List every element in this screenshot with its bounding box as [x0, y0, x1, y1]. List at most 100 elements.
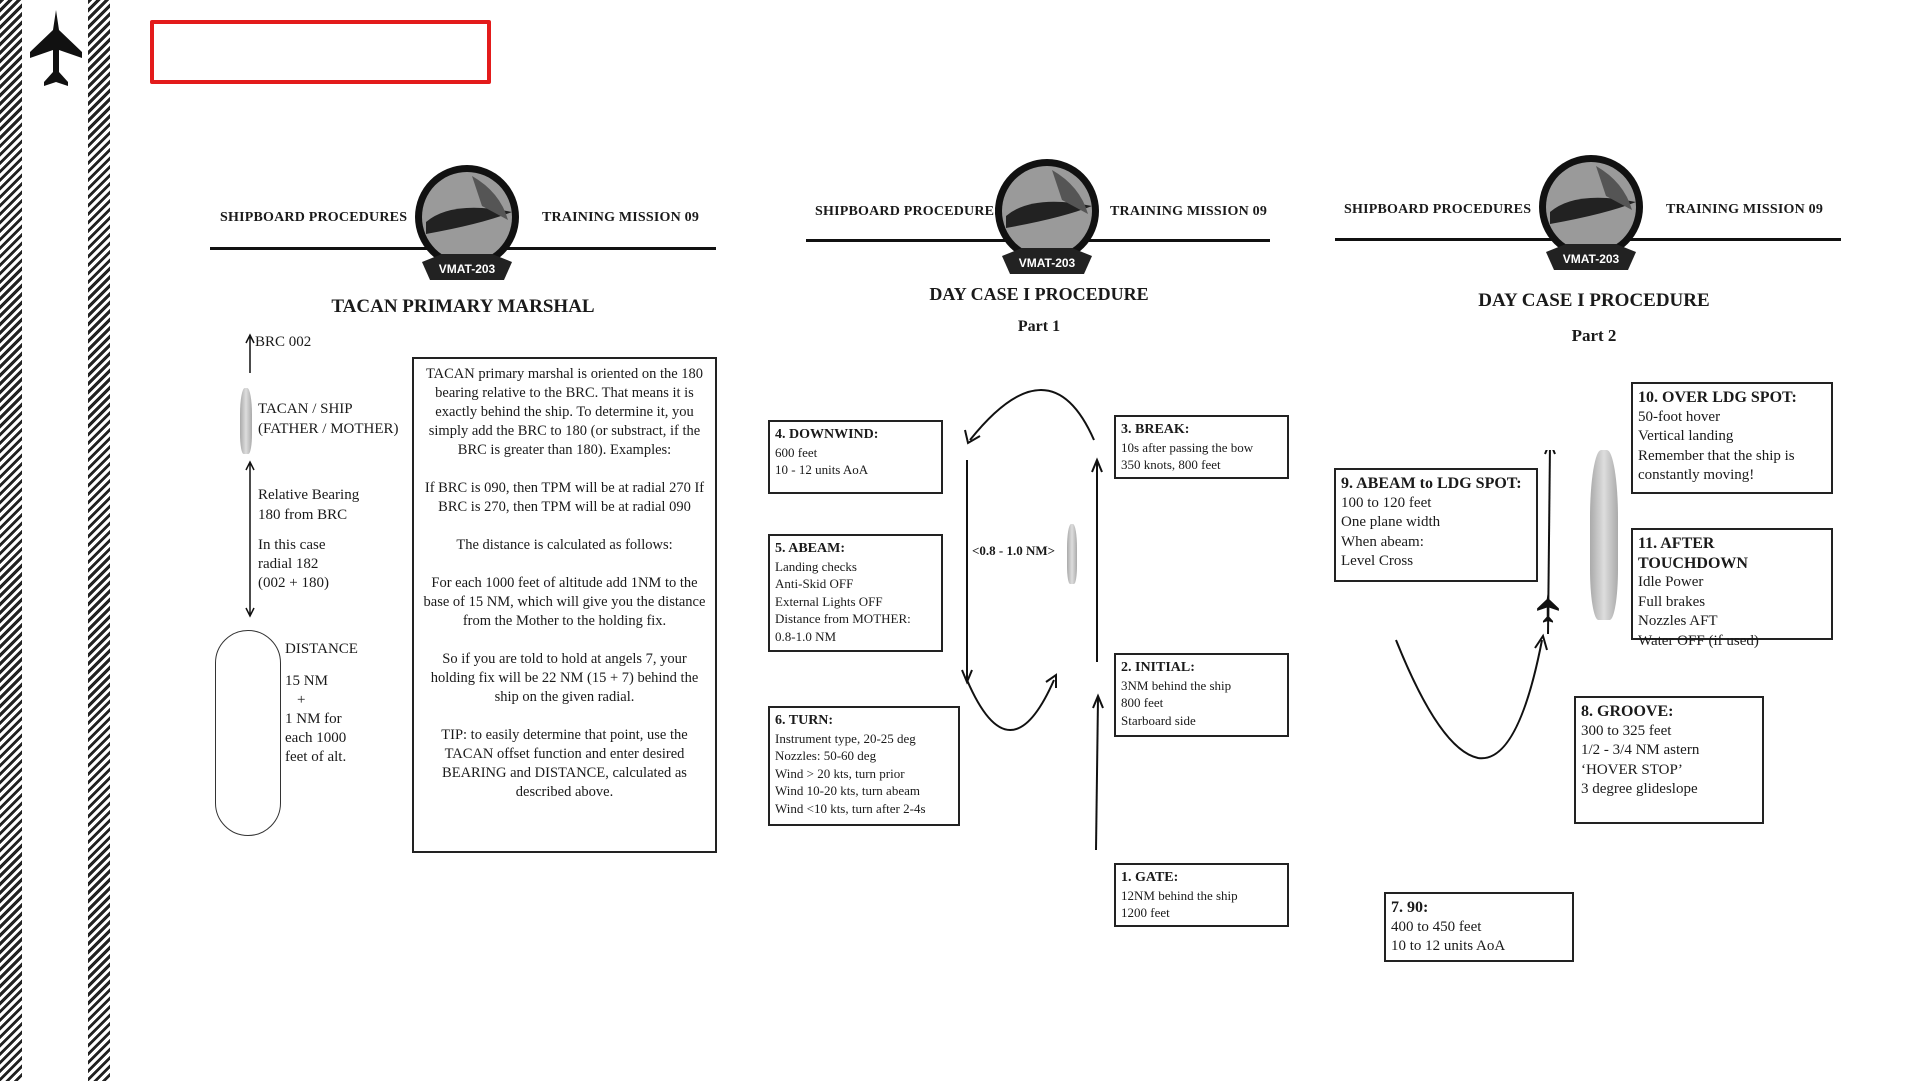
- bearing-arrow: [245, 460, 255, 625]
- step-line: Water OFF (if used): [1638, 632, 1759, 649]
- emblem-label: VMAT-203: [1019, 256, 1076, 270]
- ship-icon: [1067, 524, 1077, 584]
- squadron-emblem-icon: VMAT-203: [1536, 152, 1646, 282]
- step-line: Instrument type, 20-25 deg: [775, 730, 916, 746]
- step-title: 7. 90:: [1391, 899, 1429, 916]
- jet-aircraft-icon: [1536, 590, 1560, 626]
- step-turn-box: 6. TURN: Instrument type, 20-25 deg Nozz…: [768, 706, 960, 826]
- step-title: 2. INITIAL:: [1121, 660, 1195, 675]
- step-break-box: 3. BREAK: 10s after passing the bow 350 …: [1114, 415, 1289, 479]
- sidebar-stripe-right: [88, 0, 110, 1081]
- step-over-ldg-box: 10. OVER LDG SPOT: 50-foot hover Vertica…: [1631, 382, 1833, 494]
- paragraph: TIP: to easily determine that point, use…: [441, 727, 688, 800]
- step-line: 100 to 120 feet: [1341, 494, 1432, 511]
- step-title: 1. GATE:: [1121, 870, 1179, 885]
- step-line: Nozzles AFT: [1638, 613, 1718, 629]
- step-groove-box: 8. GROOVE: 300 to 325 feet 1/2 - 3/4 NM …: [1574, 696, 1764, 824]
- distance-line1: 15 NM: [285, 673, 328, 689]
- distance-line3: each 1000: [285, 730, 347, 746]
- step-line: Starboard side: [1121, 712, 1196, 728]
- header-left-label: SHIPBOARD PROCEDURES: [1344, 202, 1532, 217]
- step-line: 400 to 450 feet: [1391, 918, 1482, 935]
- paragraph: If BRC is 090, then TPM will be at radia…: [424, 480, 705, 515]
- header-left-label: SHIPBOARD PROCEDURES: [220, 210, 408, 225]
- step-title: 5. ABEAM:: [775, 541, 845, 556]
- step-line: Wind <10 kts, turn after 2-4s: [775, 800, 926, 816]
- page-title: DAY CASE I PROCEDURE: [1478, 290, 1710, 311]
- step-abeam-ldg-box: 9. ABEAM to LDG SPOT: 100 to 120 feet On…: [1334, 468, 1538, 582]
- distance-line2: 1 NM for: [285, 711, 342, 727]
- tacan-ship-label: TACAN / SHIP: [258, 401, 353, 417]
- step-line: Anti-Skid OFF: [775, 576, 854, 591]
- father-mother-label: (FATHER / MOTHER): [258, 421, 399, 437]
- emblem-label: VMAT-203: [439, 262, 496, 276]
- page-day-case-part2: SHIPBOARD PROCEDURES TRAINING MISSION 09…: [1320, 150, 1860, 970]
- step-line: Full brakes: [1638, 593, 1706, 610]
- header-left-label: SHIPBOARD PROCEDURES: [815, 204, 1003, 219]
- sidebar-stripe-left: [0, 0, 22, 1081]
- step-title: 11. AFTER TOUCHDOWN: [1638, 535, 1748, 572]
- step-line: 12NM behind the ship: [1121, 887, 1238, 903]
- step-line: Remember that the ship is: [1638, 447, 1795, 464]
- step-title: 8. GROOVE:: [1581, 703, 1674, 720]
- step-line: 10s after passing the bow: [1121, 439, 1254, 455]
- step-downwind-box: 4. DOWNWIND: 600 feet 10 - 12 units AoA: [768, 420, 943, 494]
- relative-bearing-line2: 180 from BRC: [258, 507, 348, 523]
- tacan-explanation-box: TACAN primary marshal is oriented on the…: [412, 357, 717, 853]
- squadron-emblem-icon: VMAT-203: [992, 156, 1102, 286]
- step-title: 4. DOWNWIND:: [775, 427, 879, 442]
- page-tacan-marshal: SHIPBOARD PROCEDURES TRAINING MISSION 09…: [200, 150, 740, 870]
- page-title: TACAN PRIMARY MARSHAL: [331, 296, 595, 317]
- brc-arrow: [245, 333, 255, 378]
- step-line: Nozzles: 50-60 deg: [775, 748, 877, 763]
- step-line: 3NM behind the ship: [1121, 677, 1232, 693]
- highlighted-input-field[interactable]: [150, 20, 491, 84]
- step-line: 10 - 12 units AoA: [775, 462, 869, 477]
- case-line3: (002 + 180): [258, 575, 329, 591]
- step-line: 10 to 12 units AoA: [1391, 938, 1506, 954]
- step-line: Distance from MOTHER:: [775, 611, 911, 626]
- step-line: 300 to 325 feet: [1581, 722, 1672, 739]
- step-abeam-box: 5. ABEAM: Landing checks Anti-Skid OFF E…: [768, 534, 943, 652]
- header-right-label: TRAINING MISSION 09: [1666, 202, 1824, 217]
- paragraph: So if you are told to hold at angels 7, …: [430, 651, 699, 705]
- step-title: 6. TURN:: [775, 713, 834, 728]
- step-title: 10. OVER LDG SPOT:: [1638, 389, 1797, 406]
- step-title: 3. BREAK:: [1121, 422, 1190, 437]
- step-line: Vertical landing: [1638, 428, 1734, 444]
- step-gate-box: 1. GATE: 12NM behind the ship 1200 feet: [1114, 863, 1289, 927]
- header-right-label: TRAINING MISSION 09: [542, 210, 700, 225]
- header-right-label: TRAINING MISSION 09: [1110, 204, 1268, 219]
- step-ninety-box: 7. 90: 400 to 450 feet 10 to 12 units Ao…: [1384, 892, 1574, 962]
- page-part: Part 2: [1571, 326, 1617, 345]
- case-line1: In this case: [258, 537, 326, 553]
- step-line: When abeam:: [1341, 533, 1424, 550]
- step-line: Level Cross: [1341, 553, 1414, 569]
- step-line: One plane width: [1341, 514, 1441, 530]
- step-line: 3 degree glideslope: [1581, 781, 1698, 797]
- step-line: 0.8-1.0 NM: [775, 628, 837, 644]
- step-line: Wind 10-20 kts, turn abeam: [775, 783, 920, 798]
- relative-bearing-line1: Relative Bearing: [258, 487, 360, 503]
- step-line: Wind > 20 kts, turn prior: [775, 765, 905, 781]
- step-line: Idle Power: [1638, 574, 1704, 590]
- step-line: 1200 feet: [1121, 905, 1170, 920]
- page-title: DAY CASE I PROCEDURE: [929, 284, 1149, 304]
- paragraph: For each 1000 feet of altitude add 1NM t…: [423, 575, 706, 629]
- pattern-arrows: [961, 389, 1104, 851]
- step-line: 1/2 - 3/4 NM astern: [1581, 742, 1700, 758]
- distance-label: <0.8 - 1.0 NM>: [972, 543, 1056, 558]
- distance-heading: DISTANCE: [285, 641, 358, 657]
- paragraph: The distance is calculated as follows:: [456, 537, 673, 553]
- step-touchdown-box: 11. AFTER TOUCHDOWN Idle Power Full brak…: [1631, 528, 1833, 649]
- distance-line4: feet of alt.: [285, 749, 347, 765]
- case-line2: radial 182: [258, 556, 319, 572]
- step-initial-box: 2. INITIAL: 3NM behind the ship 800 feet…: [1114, 653, 1289, 737]
- step-line: 50-foot hover: [1638, 408, 1721, 425]
- step-title: 9. ABEAM to LDG SPOT:: [1341, 475, 1522, 492]
- holding-pattern-oval: [215, 630, 281, 836]
- brc-label: BRC 002: [255, 334, 312, 350]
- jet-aircraft-icon[interactable]: [28, 8, 84, 94]
- squadron-emblem-icon: VMAT-203: [412, 162, 522, 292]
- step-line: constantly moving!: [1638, 467, 1755, 483]
